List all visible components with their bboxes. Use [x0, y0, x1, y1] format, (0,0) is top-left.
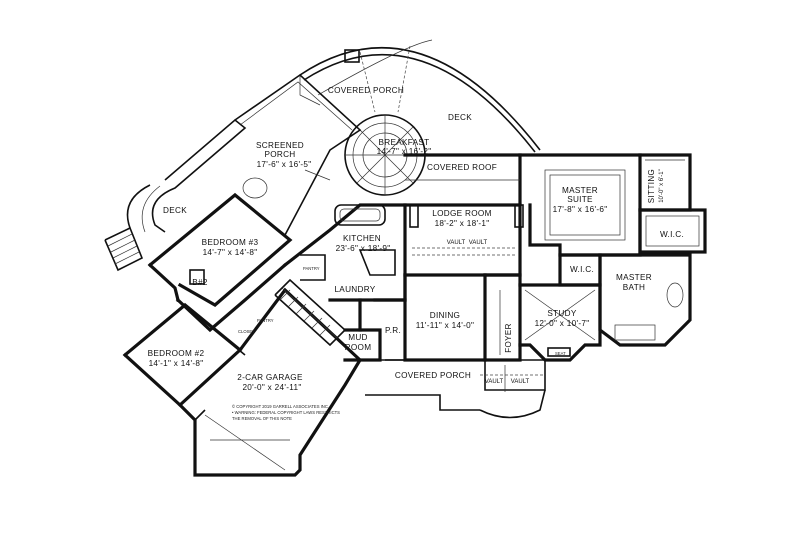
dim-breakfast: 14'-7" x 16'-2": [377, 147, 432, 156]
label-seat: SEAT: [555, 351, 566, 356]
left-deck: [104, 118, 247, 272]
label-deck-left: DECK: [163, 206, 187, 215]
label-porch-vault-1: VAULT: [485, 379, 504, 385]
copyright-line-1: © COPYRIGHT 2019 GARRELL ASSOCIATES INC.: [232, 404, 329, 409]
label-pantry-small: PANTRY: [257, 318, 274, 323]
label-wic-right: W.I.C.: [660, 230, 684, 239]
dim-study: 12'-0" x 10'-7": [535, 319, 590, 328]
label-bath2: B#2: [192, 278, 208, 287]
label-master-bath: MASTER: [616, 273, 652, 282]
label-master-bath-2: BATH: [623, 283, 645, 292]
label-mud-room: MUD: [348, 333, 368, 342]
label-lodge-vault-2: VAULT: [469, 240, 488, 246]
label-screened-porch: SCREENED: [256, 141, 304, 150]
label-pantry: PANTRY: [303, 266, 320, 271]
copyright-line-2: • WARNING: FEDERAL COPYRIGHT LAWS RESTRI…: [232, 410, 340, 415]
label-porch-vault-2: VAULT: [511, 379, 530, 385]
main-walls: [122, 153, 707, 477]
copyright-notice: © COPYRIGHT 2019 GARRELL ASSOCIATES INC.…: [232, 404, 340, 421]
label-dining: DINING: [430, 311, 460, 320]
label-sitting: SITTING: [647, 169, 656, 203]
label-laundry: LAUNDRY: [334, 285, 375, 294]
label-breakfast: BREAKFAST: [379, 138, 430, 147]
label-bedroom2: BEDROOM #2: [148, 349, 205, 358]
label-garage: 2-CAR GARAGE: [237, 373, 303, 382]
label-screened-porch-2: PORCH: [264, 150, 295, 159]
room-labels: COVERED PORCH DECK SCREENED PORCH 17'-6"…: [148, 86, 684, 392]
dim-master-suite: 17'-8" x 16'-6": [553, 205, 608, 214]
dim-sitting: 10'-0" x 6'-1": [659, 169, 665, 203]
label-bedroom3: BEDROOM #3: [202, 238, 259, 247]
copyright-line-3: THE REMOVAL OF THIS NOTE: [232, 416, 292, 421]
label-master-suite-2: SUITE: [567, 195, 593, 204]
dim-screened-porch: 17'-6" x 16'-5": [257, 160, 312, 169]
label-master-suite: MASTER: [562, 186, 598, 195]
label-study: STUDY: [547, 309, 576, 318]
dim-garage: 20'-0" x 24'-11": [242, 383, 301, 392]
dim-kitchen: 23'-6" x 18'-9": [336, 244, 391, 253]
dim-dining: 11'-11" x 14'-0": [416, 321, 475, 330]
label-covered-porch-top: COVERED PORCH: [328, 86, 404, 95]
label-mud-room-2: ROOM: [345, 343, 372, 352]
dim-lodge-room: 18'-2" x 18'-1": [435, 219, 490, 228]
label-foyer: FOYER: [504, 323, 513, 353]
rear-deck-structure: [299, 39, 541, 153]
label-powder-room: P.R.: [385, 326, 401, 335]
label-covered-roof: COVERED ROOF: [427, 163, 497, 172]
dim-bedroom3: 14'-7" x 14'-8": [203, 248, 258, 257]
deck-stairs: [104, 226, 144, 272]
dim-bedroom2: 14'-1" x 14'-8": [149, 359, 204, 368]
label-deck-right: DECK: [448, 113, 472, 122]
label-kitchen: KITCHEN: [343, 234, 381, 243]
label-lodge-room: LODGE ROOM: [432, 209, 491, 218]
label-lodge-vault-1: VAULT: [447, 240, 466, 246]
label-wic-mid: W.I.C.: [570, 265, 594, 274]
label-closet: CLOSET: [238, 329, 255, 334]
label-covered-porch-bottom: COVERED PORCH: [395, 371, 471, 380]
